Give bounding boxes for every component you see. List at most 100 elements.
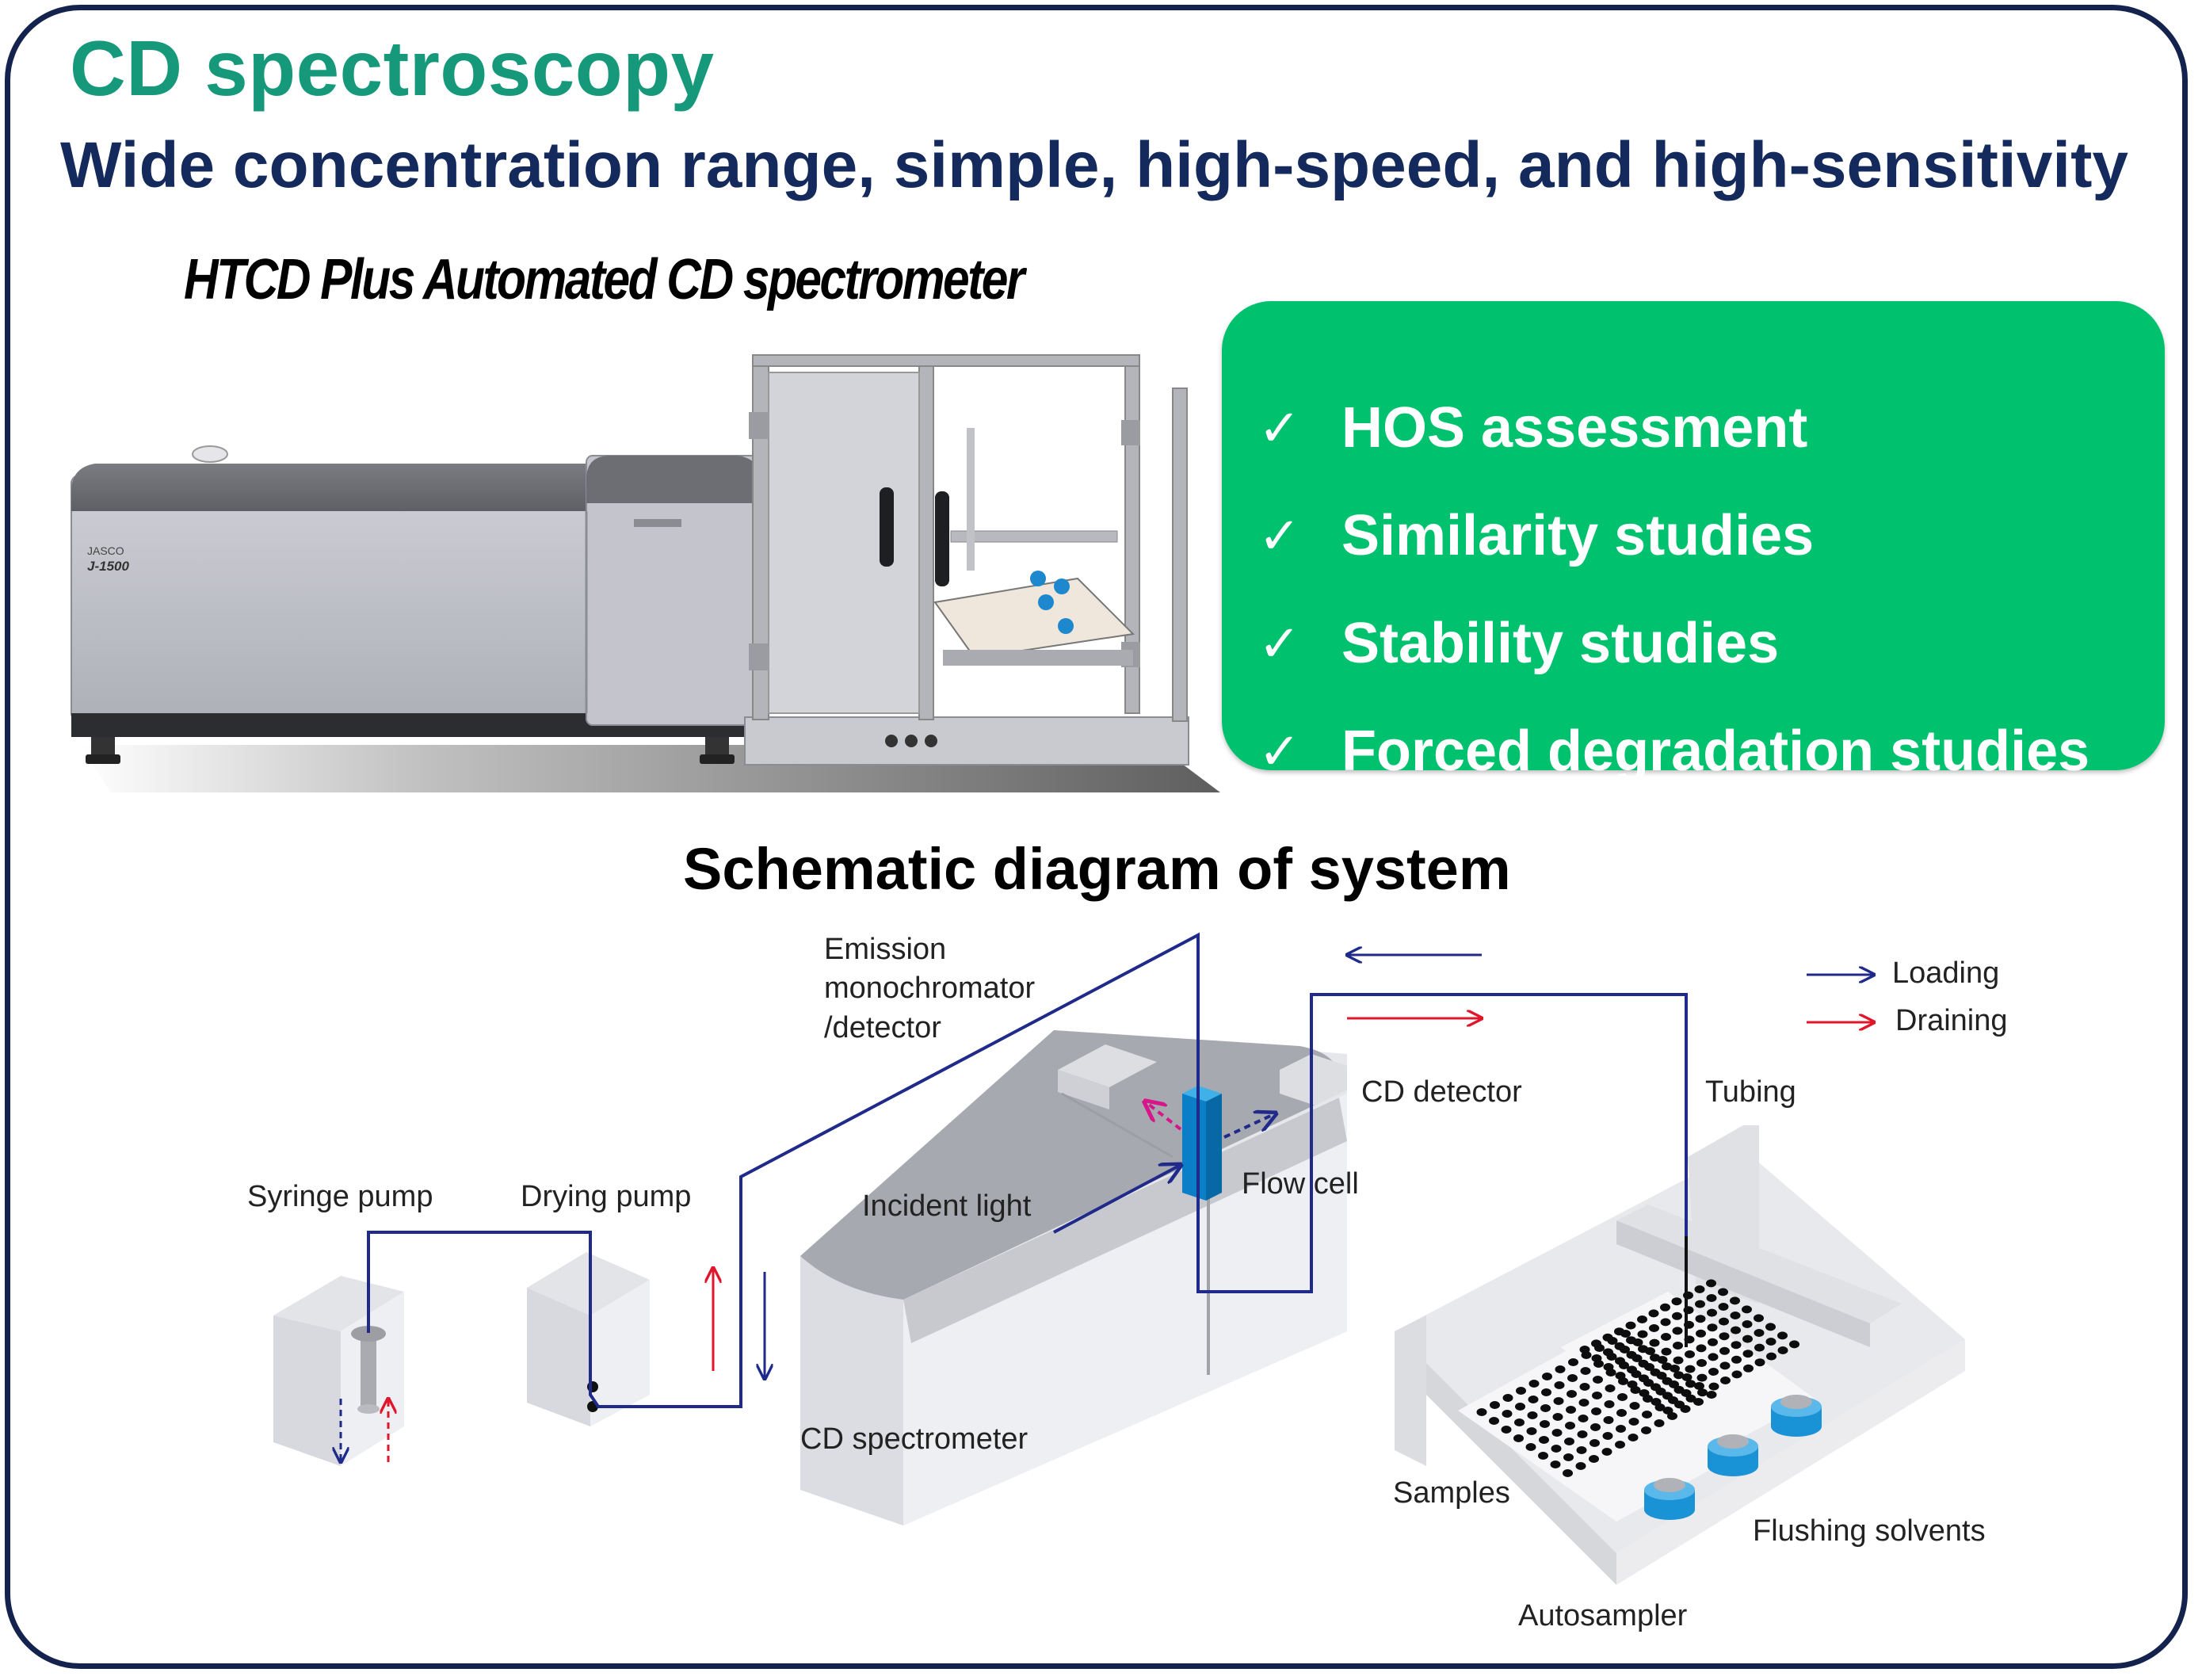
- sample-well: [1551, 1445, 1562, 1453]
- sample-well: [1685, 1394, 1696, 1403]
- sample-well: [1516, 1387, 1526, 1395]
- sample-well: [1674, 1400, 1685, 1409]
- sample-well: [1742, 1305, 1752, 1314]
- syringe-pump-label: Syringe pump: [247, 1180, 433, 1213]
- sample-well: [1637, 1330, 1648, 1338]
- sample-well: [1670, 1365, 1680, 1373]
- sample-well: [1602, 1333, 1613, 1342]
- sample-well: [1566, 1406, 1576, 1414]
- sample-well: [1515, 1403, 1525, 1411]
- model-label: J-1500: [87, 559, 129, 574]
- sample-well: [1579, 1383, 1590, 1391]
- sample-well: [1662, 1376, 1673, 1385]
- sample-well: [1528, 1380, 1540, 1388]
- product-name: HTCD Plus Automated CD spectrometer: [184, 248, 1025, 311]
- sample-well: [1628, 1434, 1639, 1441]
- sample-well: [1660, 1318, 1671, 1327]
- sample-well: [1542, 1373, 1552, 1380]
- flow-cell-label: Flow cell: [1242, 1167, 1359, 1201]
- sample-well: [1648, 1309, 1659, 1318]
- sample-well: [1685, 1350, 1695, 1358]
- sample-well: [1567, 1390, 1577, 1398]
- drying-pump: [527, 1252, 650, 1426]
- sample-well: [1601, 1448, 1612, 1456]
- sample-well: [1639, 1389, 1650, 1397]
- sample-well: [1731, 1341, 1742, 1350]
- sample-well: [1626, 1336, 1636, 1345]
- application-item: ✓ HOS assessment: [1258, 388, 1807, 468]
- autosampler: [1395, 1125, 1965, 1585]
- page-subtitle: Wide concentration range, simple, high-s…: [60, 129, 2128, 201]
- sample-well: [1694, 1382, 1704, 1390]
- sample-well: [1591, 1354, 1602, 1362]
- sample-well: [1708, 1368, 1719, 1376]
- sample-well: [1502, 1410, 1513, 1418]
- sample-well: [1685, 1380, 1696, 1388]
- sample-well: [1555, 1365, 1566, 1373]
- schematic-title: Schematic diagram of system: [683, 836, 1511, 902]
- incident-light-arrow: [1053, 1165, 1181, 1234]
- sample-well: [1662, 1407, 1673, 1415]
- applications-panel: ✓ HOS assessment ✓ Similarity studies ✓ …: [1222, 301, 2165, 783]
- legend: [1807, 975, 1874, 1022]
- sample-well: [1695, 1315, 1706, 1323]
- sample-well: [1576, 1446, 1587, 1454]
- sample-well: [1662, 1362, 1672, 1371]
- sample-well: [1554, 1381, 1565, 1389]
- sample-well: [1577, 1430, 1588, 1438]
- sample-well: [1694, 1285, 1705, 1293]
- sample-well: [1615, 1357, 1625, 1365]
- cd-spectrometer-label: CD spectrometer: [800, 1422, 1028, 1456]
- sample-well: [1589, 1439, 1600, 1447]
- sample-well: [1567, 1374, 1578, 1382]
- sample-well: [1592, 1392, 1602, 1399]
- sample-well: [1708, 1382, 1719, 1391]
- sample-well: [1615, 1441, 1625, 1449]
- sample-well: [1662, 1392, 1673, 1400]
- sample-well: [1538, 1452, 1548, 1460]
- sample-well: [1603, 1363, 1614, 1371]
- sample-well: [1661, 1333, 1671, 1341]
- sample-well: [1501, 1426, 1512, 1434]
- sample-well: [1579, 1346, 1590, 1354]
- sample-well: [1590, 1423, 1601, 1431]
- sample-well: [1754, 1329, 1765, 1337]
- sample-well: [1708, 1353, 1719, 1361]
- sample-well: [1696, 1329, 1706, 1338]
- sample-well: [1502, 1394, 1513, 1402]
- application-item: ✓ Stability studies: [1258, 604, 1779, 683]
- sample-well: [1706, 1294, 1717, 1302]
- sample-well: [1513, 1434, 1524, 1442]
- sample-well: [1639, 1374, 1649, 1383]
- sample-well: [1685, 1365, 1696, 1373]
- page-title: CD spectroscopy: [70, 25, 715, 112]
- application-label: Stability studies: [1341, 612, 1780, 675]
- sample-well: [1629, 1402, 1640, 1410]
- sample-well: [1731, 1355, 1742, 1364]
- flow-cell: [1182, 1086, 1222, 1201]
- sample-well: [1614, 1327, 1624, 1336]
- sample-well: [1673, 1356, 1684, 1365]
- sample-well: [1765, 1338, 1776, 1346]
- sample-well: [1578, 1415, 1589, 1422]
- sample-well: [1628, 1418, 1639, 1426]
- sample-well: [1731, 1326, 1741, 1334]
- sample-well: [1615, 1372, 1626, 1380]
- sample-well: [1627, 1365, 1637, 1374]
- sample-well: [1673, 1342, 1683, 1350]
- sample-well: [1777, 1331, 1788, 1340]
- sample-well: [1730, 1312, 1741, 1319]
- sample-well: [1550, 1460, 1561, 1468]
- sample-well: [1731, 1370, 1742, 1379]
- application-label: Similarity studies: [1341, 504, 1815, 567]
- sample-well: [1673, 1385, 1685, 1394]
- sample-well: [1777, 1346, 1788, 1354]
- check-icon: ✓: [1258, 506, 1301, 564]
- sample-well: [1575, 1462, 1586, 1470]
- sample-well: [1654, 1419, 1665, 1427]
- sample-well: [1603, 1348, 1613, 1357]
- sample-well: [1707, 1308, 1717, 1317]
- sample-well: [1706, 1391, 1717, 1399]
- sample-well: [1490, 1401, 1500, 1409]
- sample-well: [1539, 1436, 1549, 1444]
